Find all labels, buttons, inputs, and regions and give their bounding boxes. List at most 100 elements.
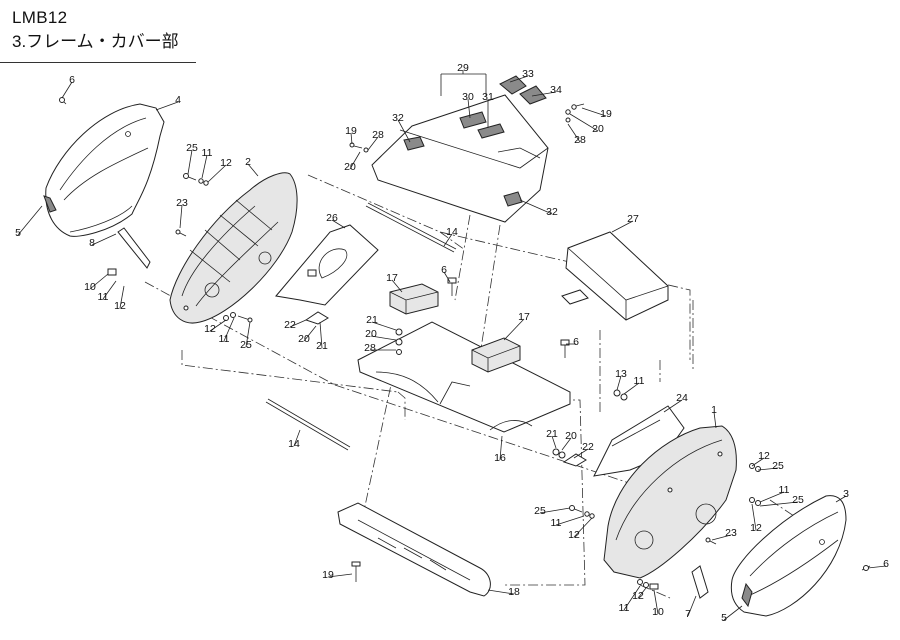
part-label-11: 11 [219,333,230,345]
part-label-32: 32 [392,112,404,124]
part-label-27: 27 [627,213,639,225]
part-27-rear-cover [561,231,669,321]
part-label-11: 11 [634,375,645,387]
part-8-bracket [117,227,151,269]
leader-line-25 [759,501,799,507]
part-label-5: 5 [721,612,727,624]
leader-line-27 [611,220,634,233]
part-19-bolt-bottom [351,561,361,582]
part-label-25: 25 [772,460,784,472]
leader-line-11 [223,317,235,342]
part-22-clip [304,311,329,325]
part-label-12: 12 [632,590,644,602]
part-label-23: 23 [725,527,737,539]
leader-line-10 [89,273,109,290]
leader-line-6 [867,565,887,569]
part-30-label [459,111,487,129]
leader-line-25 [539,507,571,514]
part-label-28: 28 [364,342,376,354]
part-label-19: 19 [345,125,357,137]
part-24-inner-guard [593,405,685,477]
part-label-6: 6 [69,74,75,86]
part-31-label [477,123,505,139]
part-label-30: 30 [462,91,474,103]
part-label-23: 23 [176,197,188,209]
leader-line-5 [17,205,43,236]
part-label-6: 6 [441,264,447,276]
leader-line-17 [503,318,525,341]
part-label-22: 22 [284,319,296,331]
part-label-7: 7 [685,608,691,620]
leader-line-1 [713,411,717,429]
part-19-bolt-right [565,103,585,123]
leader-line-17 [391,279,403,293]
part-23-screw-left [175,229,187,237]
part-label-2: 2 [245,156,251,168]
part-14-rod-upper [365,202,457,253]
part-label-20: 20 [344,161,356,173]
leader-line-12 [751,503,757,531]
part-label-32: 32 [546,206,558,218]
part-label-20: 20 [298,333,310,345]
part-14-rod-lower [265,398,351,451]
part-16-base-tray [357,321,571,433]
leader-line-32 [397,119,411,143]
leader-line-3 [835,495,847,503]
part-label-28: 28 [372,129,384,141]
leader-line-10 [653,589,659,615]
leader-line-24 [663,399,683,413]
leader-line-8 [91,233,117,246]
part-label-12: 12 [568,529,580,541]
part-6-screw-tl [59,97,67,105]
leader-line-7 [687,595,697,617]
part-label-25: 25 [186,142,198,154]
leader-line-18 [487,589,515,595]
leader-line-14 [293,429,301,447]
leader-line-11 [623,382,640,395]
leader-line-16 [499,435,503,461]
leader-line-26 [331,219,346,229]
part-29-top-cover [371,94,549,223]
part-10-bolt-bottom [637,579,659,590]
part-12-washers-bottom [223,312,253,323]
part-25-bolt-top [183,173,209,186]
leader-line-22 [573,448,589,459]
leader-line-19 [350,132,353,145]
part-label-21: 21 [316,340,328,352]
part-26-guard-plate [275,224,379,306]
part-label-16: 16 [494,452,506,464]
part-3-right-cover [730,495,847,617]
part-2-frame-plate [169,172,298,324]
leader-line-33 [509,75,529,83]
header-underline [0,62,196,63]
leader-line-4 [155,101,179,111]
leader-line-25 [187,149,193,175]
leader-line-13 [616,375,622,391]
part-label-17: 17 [518,311,530,323]
part-label-28: 28 [574,134,586,146]
leader-line-6 [61,81,73,99]
part-label-25: 25 [792,494,804,506]
part-label-12: 12 [220,157,232,169]
part-label-8: 8 [89,237,95,249]
part-22-clip-right [562,453,587,467]
leader-line-32 [519,199,553,215]
part-17-pad-left [389,283,439,315]
leader-line-14 [443,233,453,247]
part-label-1: 1 [711,404,717,416]
part-label-11: 11 [98,291,109,303]
part-label-14: 14 [446,226,458,238]
part-6-screw-tray-right [560,339,570,358]
leader-line-11 [759,491,785,503]
leader-line-12 [751,457,765,467]
leader-line-2 [247,163,259,177]
part-label-10: 10 [652,606,664,618]
leader-line-11 [555,515,585,526]
part-1-right-frame [603,425,737,579]
leader-line-28 [367,136,379,151]
part-label-25: 25 [240,339,252,351]
part-18-bottom-cover [337,502,491,597]
leader-line-30 [467,98,471,119]
part-4-left-cover [43,103,165,237]
